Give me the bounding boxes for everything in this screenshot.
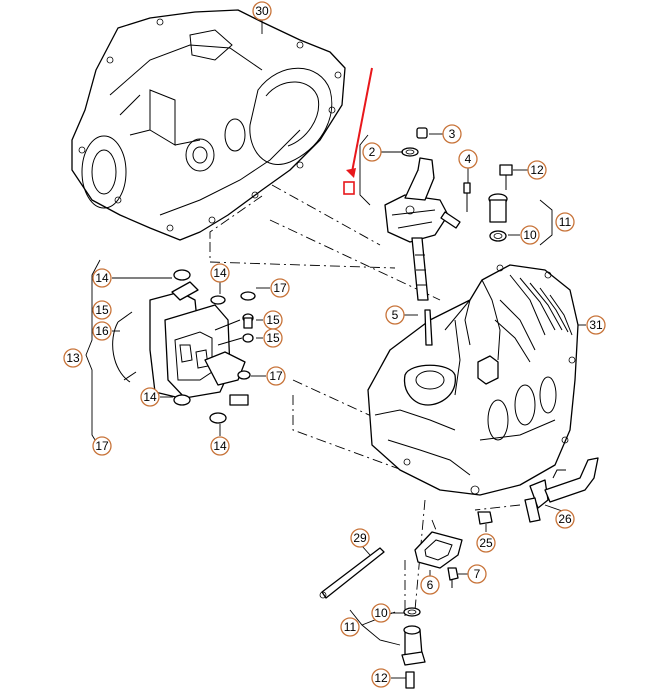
callout-label: 25 [479, 536, 493, 550]
callout-label: 10 [374, 606, 388, 620]
plate-6-bolt-7 [414, 531, 463, 588]
callout-26: 26 [555, 509, 575, 529]
callout-15-right-a: 15 [263, 310, 283, 330]
lower-small-parts [401, 607, 426, 689]
highlight-arrow [343, 67, 373, 195]
bolt-25 [477, 511, 493, 525]
callout-31: 31 [586, 315, 606, 335]
callout-label: 13 [66, 351, 80, 365]
callout-29: 29 [350, 528, 370, 548]
callout-label: 4 [465, 152, 472, 166]
callout-10-bottom: 10 [371, 603, 391, 623]
callout-label: 31 [589, 318, 603, 332]
callout-15-right-b: 15 [263, 328, 283, 348]
callout-12-bottom: 12 [371, 668, 391, 688]
callout-13: 13 [63, 348, 83, 368]
callout-2: 2 [362, 142, 382, 162]
callout-label: 11 [559, 215, 572, 229]
callout-17-bottom: 17 [92, 436, 112, 456]
callout-label: 12 [374, 671, 388, 685]
callout-label: 14 [143, 390, 157, 404]
callout-label: 30 [255, 4, 269, 18]
callout-label: 14 [95, 271, 109, 285]
callout-14-left-bottom: 14 [140, 387, 160, 407]
selector-mechanism-13 [112, 269, 256, 424]
callout-17-top: 17 [270, 278, 290, 298]
callout-6: 6 [420, 575, 440, 595]
shift-fork-26 [524, 457, 599, 523]
callout-label: 10 [523, 228, 537, 242]
callout-4: 4 [458, 149, 478, 169]
callout-label: 5 [392, 308, 399, 322]
callout-15-left: 15 [92, 300, 112, 320]
callouts: 30 2 3 4 12 11 10 14 [63, 1, 606, 688]
callout-11-top: 11 [555, 212, 575, 232]
callout-label: 7 [474, 567, 481, 581]
callout-14-left-top: 14 [92, 268, 112, 288]
callout-label: 16 [95, 324, 109, 338]
callout-label: 15 [266, 331, 280, 345]
rod-29 [319, 547, 385, 599]
callout-label: 3 [449, 127, 456, 141]
callout-label: 15 [266, 313, 280, 327]
callout-label: 15 [95, 303, 109, 317]
callout-label: 17 [273, 281, 287, 295]
callout-label: 29 [353, 531, 367, 545]
callout-label: 17 [269, 369, 283, 383]
callout-label: 2 [369, 145, 376, 159]
callout-30: 30 [252, 1, 272, 21]
callout-label: 26 [558, 512, 572, 526]
right-small-parts [488, 164, 513, 242]
gearbox-housing-31 [367, 264, 579, 496]
callout-16: 16 [92, 321, 112, 341]
callout-label: 14 [213, 439, 227, 453]
callout-14-center-top: 14 [210, 263, 230, 283]
callout-11-bottom: 11 [340, 617, 360, 637]
callout-label: 14 [213, 266, 227, 280]
callout-7: 7 [467, 564, 487, 584]
callout-label: 17 [95, 439, 109, 453]
callout-label: 6 [427, 578, 434, 592]
callout-label: 12 [530, 163, 544, 177]
callout-12-top: 12 [527, 160, 547, 180]
callout-label: 11 [344, 620, 357, 634]
callout-25: 25 [476, 533, 496, 553]
callout-10-top: 10 [520, 225, 540, 245]
selector-shaft-assembly [384, 127, 471, 301]
transmission-housing-30 [71, 9, 346, 241]
callout-14-center-bottom: 14 [210, 436, 230, 456]
callout-17-middle: 17 [266, 366, 286, 386]
callout-3: 3 [442, 124, 462, 144]
callout-5: 5 [385, 305, 405, 325]
